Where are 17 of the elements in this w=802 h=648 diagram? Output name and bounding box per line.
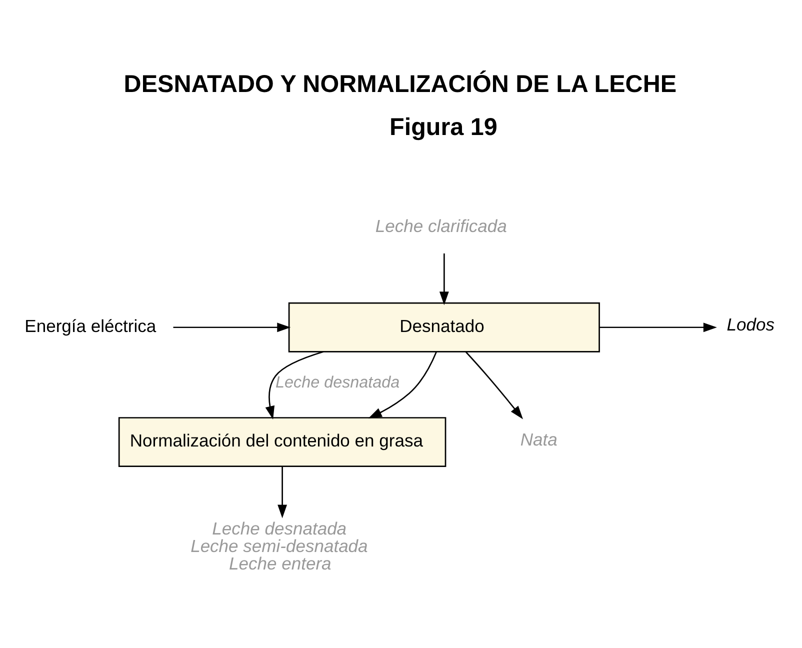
arrow [600, 322, 717, 332]
arrow [265, 351, 324, 420]
edge-label: Leche desnatada [276, 374, 400, 392]
arrow [368, 352, 438, 418]
node-box: Desnatado [288, 302, 600, 352]
label: Figura 19 [390, 114, 498, 142]
arrow [465, 352, 524, 420]
node-text: Lodos [726, 314, 774, 335]
node-box: Normalización del contenido en grasa [118, 417, 446, 467]
arrow [173, 322, 291, 332]
arrow [278, 466, 288, 518]
arrow [439, 253, 449, 306]
node-text: Energía eléctrica [24, 316, 156, 336]
node-text: Nata [520, 429, 558, 450]
diagram-title: DESNATADO Y NORMALIZACIÓN DE LA LECHE [124, 70, 677, 98]
node-text: Leche clarificada [375, 216, 507, 236]
node-text: Leche desnatada Leche semi-desnatada Leche entera [190, 518, 368, 574]
